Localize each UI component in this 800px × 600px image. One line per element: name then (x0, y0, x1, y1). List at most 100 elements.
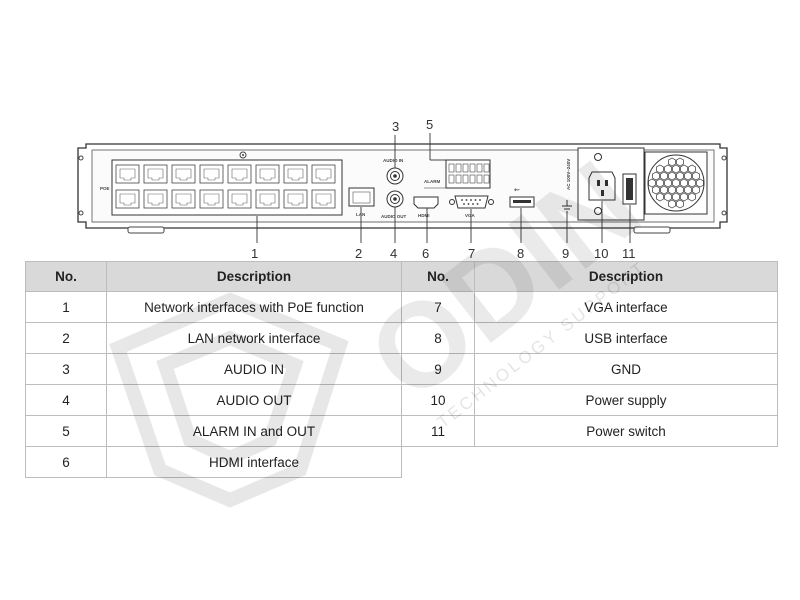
poe-port (283, 164, 308, 184)
fan-grille-cell (676, 171, 684, 181)
cell-description: ALARM IN and OUT (106, 415, 402, 447)
cell-description: LAN network interface (106, 322, 402, 354)
poe-port-jack (315, 193, 332, 206)
cell-description: AUDIO IN (106, 353, 402, 385)
cell-no: 10 (401, 384, 475, 416)
table-row: 1 Network interfaces with PoE function 7… (25, 291, 778, 323)
cell-description: AUDIO OUT (106, 384, 402, 416)
fan-grille-cell (696, 178, 704, 188)
poe-port-jack (119, 168, 136, 181)
fan-grille-cell (656, 178, 664, 188)
poe-panel-label: POE (100, 186, 110, 191)
poe-port-jack (147, 168, 164, 181)
cell-description: Power switch (474, 415, 778, 447)
foot-left (127, 226, 165, 234)
empty-cell (402, 447, 475, 478)
fan-grille-cell (692, 185, 700, 195)
table-row: 6 HDMI interface (25, 446, 778, 478)
callout-11: 11 (622, 246, 636, 261)
foot-right (633, 226, 671, 234)
fan-grille-cell (668, 199, 676, 209)
cell-no: 11 (401, 415, 475, 447)
fan-grille-cell (664, 178, 672, 188)
alarm-pin (476, 163, 483, 173)
fan-grille-cell (660, 185, 668, 195)
fan-grille-cell (668, 157, 676, 167)
callout-leaders (256, 133, 631, 243)
header-no-right: No. (401, 261, 475, 292)
poe-port-jack (287, 168, 304, 181)
fan-grille-cell (660, 171, 668, 181)
fan-grille-cell (676, 157, 684, 167)
poe-port-jack (175, 168, 192, 181)
table-row: 3 AUDIO IN 9 GND (25, 353, 778, 385)
vga-pins (461, 199, 481, 205)
poe-port-jack (259, 168, 276, 181)
vga-pin (467, 203, 470, 205)
poe-port (143, 164, 168, 184)
gnd-terminal (562, 200, 572, 213)
alarm-pin (469, 163, 476, 173)
poe-port-jack (231, 193, 248, 206)
cell-no: 2 (25, 322, 107, 354)
poe-port (171, 189, 196, 209)
callout-10: 10 (594, 246, 608, 261)
cell-description: Network interfaces with PoE function (106, 291, 402, 323)
header-description-right: Description (474, 261, 778, 292)
vga-pin (474, 199, 477, 201)
alarm-pin (448, 174, 455, 184)
interface-description-table: No. Description No. Description 1 Networ… (25, 261, 778, 478)
poe-port (255, 189, 280, 209)
fan-grille-cell (684, 171, 692, 181)
table-row: 5 ALARM IN and OUT 11 Power switch (25, 415, 778, 447)
poe-ports (115, 164, 336, 209)
poe-port (311, 164, 336, 184)
poe-port (227, 164, 252, 184)
fan-grille-cell (648, 178, 656, 188)
audio-in-panel-label: AUDIO IN (383, 158, 403, 163)
cell-no: 6 (25, 446, 107, 478)
poe-port-jack (287, 193, 304, 206)
fan-grille-cell (680, 192, 688, 202)
fan-grille-cell (684, 185, 692, 195)
fan-grille-cell (672, 164, 680, 174)
table-header-row: No. Description No. Description (25, 261, 778, 292)
cell-no: 1 (25, 291, 107, 323)
poe-port (115, 164, 140, 184)
hdmi-panel-label: HDMI (418, 213, 430, 218)
vga-pin (470, 199, 472, 201)
vga-pin (463, 203, 465, 205)
fan-grille-cell (680, 164, 688, 174)
audio-out-panel-label: AUDIO OUT (381, 214, 407, 219)
fan-grille-cell (652, 171, 660, 181)
vga-panel-label: VGA (465, 213, 476, 218)
vga-pin (461, 199, 463, 201)
callout-8: 8 (517, 246, 524, 261)
fan-grille-cell (676, 185, 684, 195)
fan-grille-cell (688, 164, 696, 174)
alarm-panel-label: ALARM (424, 179, 440, 184)
fan-grille-cell (664, 164, 672, 174)
callout-9: 9 (562, 246, 569, 261)
fan-grille-cell (664, 192, 672, 202)
callout-1: 1 (251, 246, 258, 261)
poe-port (199, 189, 224, 209)
fan-grille-cell (656, 164, 664, 174)
table-row: 4 AUDIO OUT 10 Power supply (25, 384, 778, 416)
hdmi-port (413, 196, 439, 209)
poe-port-jack (175, 193, 192, 206)
header-no-left: No. (25, 261, 107, 292)
poe-port (255, 164, 280, 184)
cell-description: HDMI interface (106, 446, 402, 478)
alarm-pin (469, 174, 476, 184)
fan-grille-cell (652, 185, 660, 195)
cell-description: VGA interface (474, 291, 778, 323)
alarm-pin (448, 163, 455, 173)
poe-port (283, 189, 308, 209)
alarm-pin (455, 174, 462, 184)
vga-pin (479, 199, 481, 201)
fan-grille (647, 154, 705, 212)
poe-port-jack (203, 168, 220, 181)
poe-port-jack (119, 193, 136, 206)
cell-no: 5 (25, 415, 107, 447)
